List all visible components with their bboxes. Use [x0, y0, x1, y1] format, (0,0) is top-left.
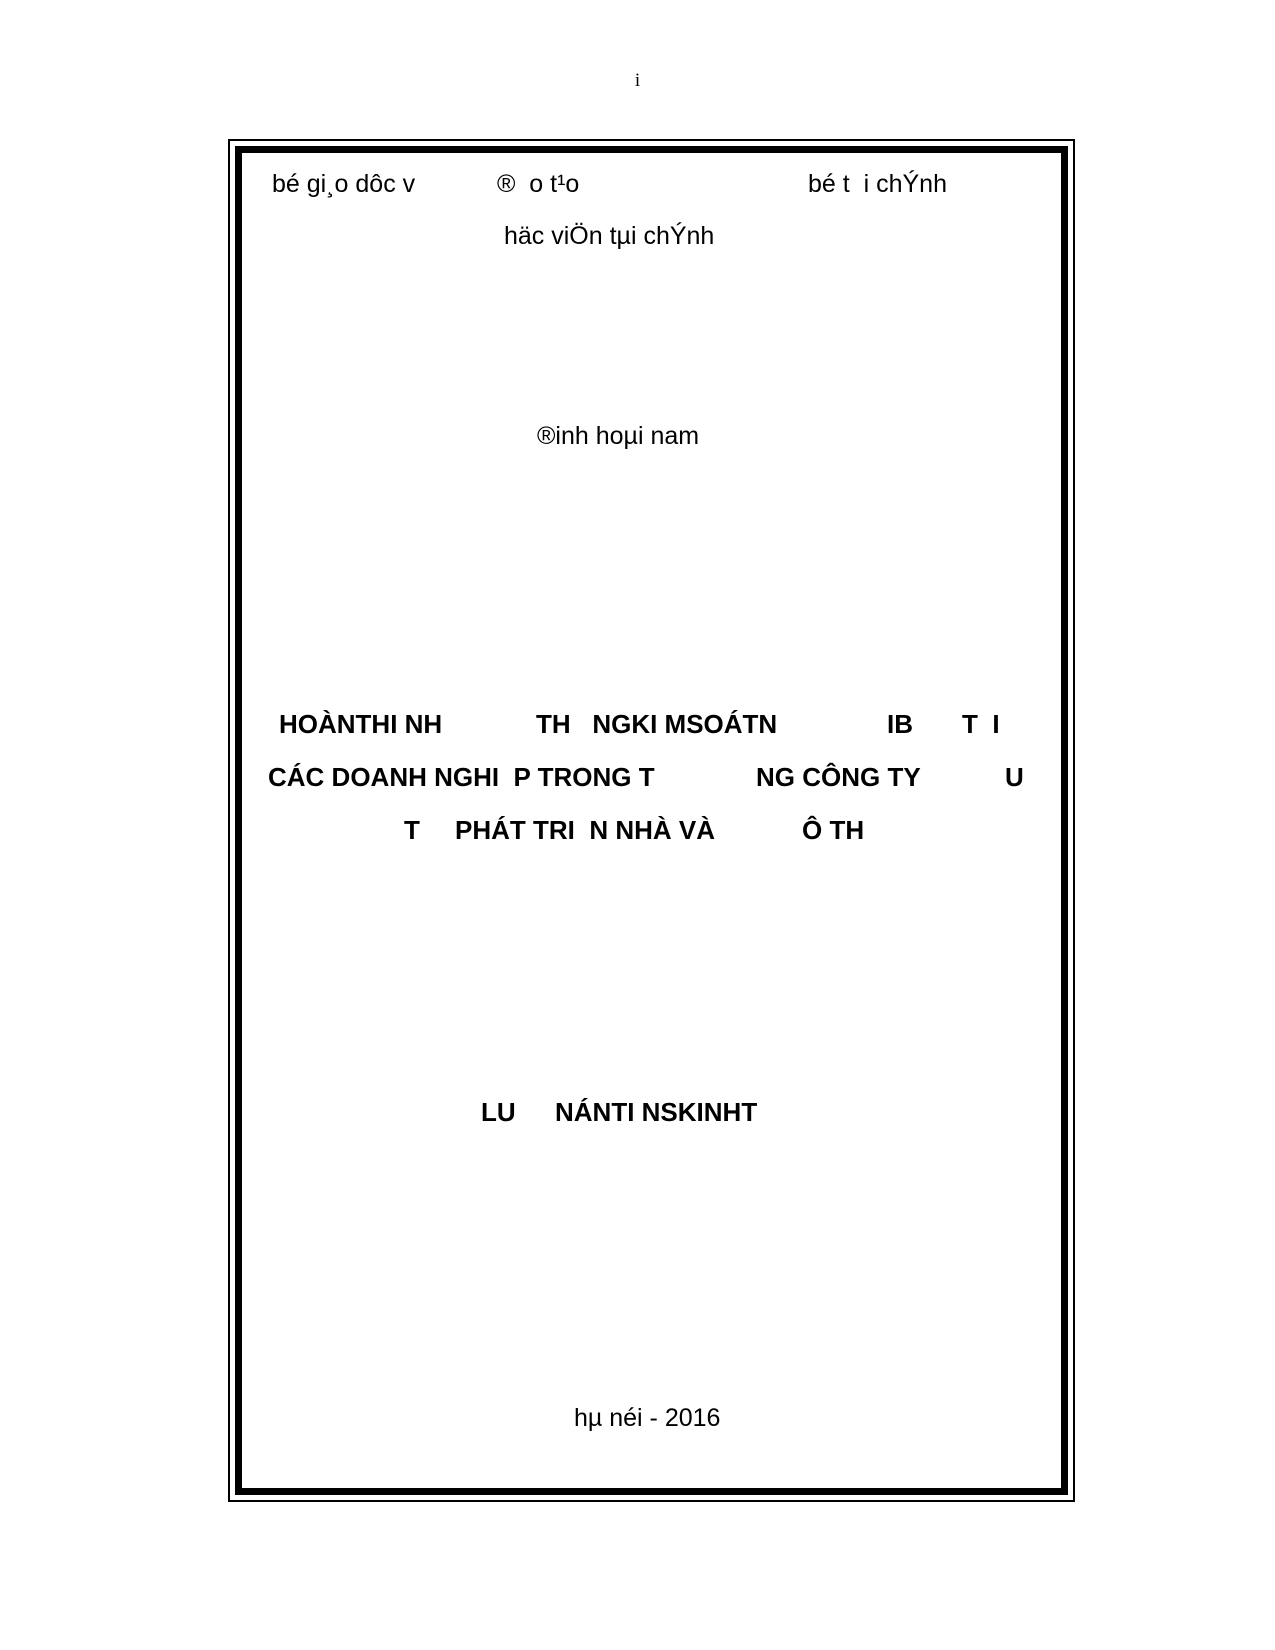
- ministry-finance-label: bé t i chÝnh: [808, 170, 947, 198]
- title-line2-part1: CÁC DOANH NGHI P TRONG T: [268, 762, 655, 792]
- cover-frame-inner: [235, 146, 1068, 1495]
- page-number: i: [634, 70, 641, 91]
- title-line3-part3: Ô TH: [802, 815, 865, 845]
- title-line3-part2: PHÁT TRI N NHÀ VÀ: [455, 815, 715, 845]
- title-line1-part4: T I: [962, 709, 1000, 739]
- title-line1-part3: IB: [887, 709, 913, 739]
- place-and-year: hµ néi - 2016: [574, 1404, 721, 1432]
- title-line2-part3: U: [1005, 762, 1024, 792]
- title-line1-part1: HOÀNTHI NH: [279, 709, 443, 739]
- degree-label-part1: LU: [481, 1097, 516, 1127]
- title-line3-part1: T: [404, 815, 420, 845]
- author-name: ®inh hoµi nam: [537, 422, 700, 450]
- ministry-education-label: bé gi¸o dôc v: [272, 170, 416, 198]
- degree-label-part2: NÁNTI NSKINHT: [555, 1097, 758, 1127]
- title-line1-part2: TH NGKI MSOÁTN: [536, 709, 778, 739]
- cover-frame-outer: [228, 139, 1075, 1502]
- ministry-education-label-cont: ® o t¹o: [497, 170, 580, 198]
- institution-name: häc viÖn tµi chÝnh: [504, 222, 715, 250]
- title-line2-part2: NG CÔNG TY: [756, 762, 921, 792]
